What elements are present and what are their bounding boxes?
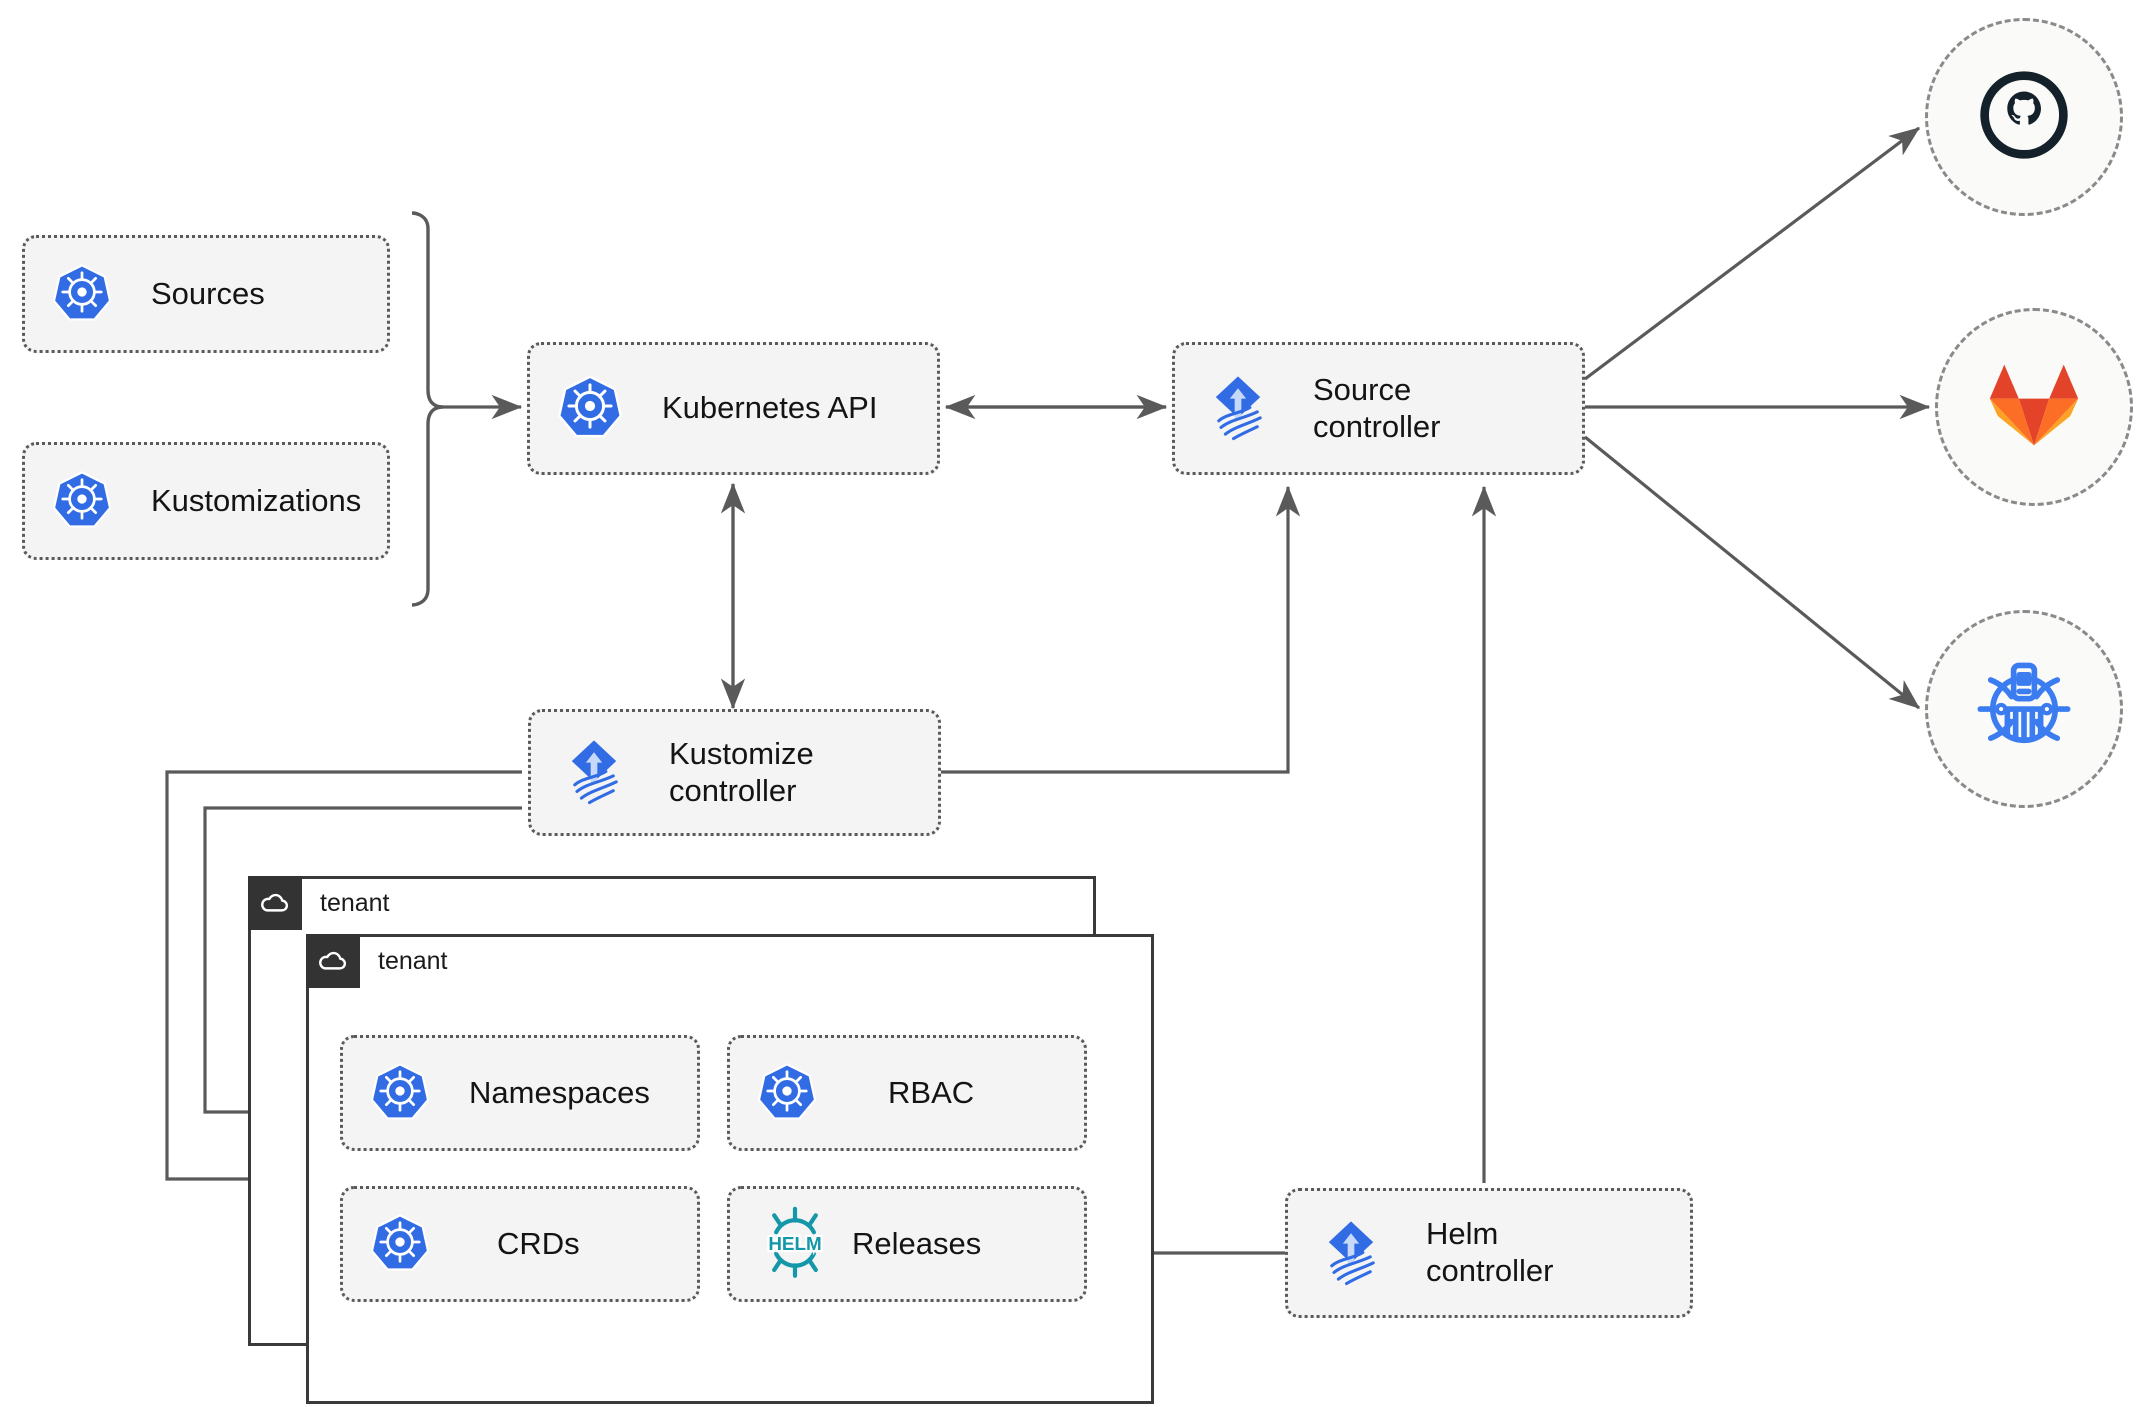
kubernetes-icon <box>51 468 113 535</box>
flux-icon <box>557 733 631 812</box>
flux-icon <box>1201 369 1275 448</box>
kubernetes-icon <box>756 1060 818 1127</box>
wire-kustomize-to-source <box>941 485 1301 774</box>
node-kubernetes-api[interactable]: Kubernetes API <box>527 342 940 475</box>
kubernetes-icon <box>369 1060 431 1127</box>
provider-gitlab[interactable] <box>1935 308 2133 506</box>
provider-github[interactable] <box>1925 18 2123 216</box>
wire-source-to-github <box>1584 126 1921 381</box>
tenant-label-outer: tenant <box>320 888 390 917</box>
node-label: Kustomize controller <box>669 735 814 808</box>
gitlab-icon <box>1988 361 2080 454</box>
node-kustomizations[interactable]: Kustomizations <box>22 442 390 560</box>
bucket-icon <box>1972 655 2076 764</box>
node-label: RBAC <box>888 1074 975 1110</box>
node-source-controller[interactable]: Source controller <box>1172 342 1585 475</box>
node-label: CRDs <box>497 1225 580 1261</box>
node-label: Sources <box>151 275 265 311</box>
node-namespaces[interactable]: Namespaces <box>340 1035 700 1151</box>
kubernetes-icon <box>51 261 113 328</box>
cloud-icon <box>306 934 360 988</box>
wire-source-to-bucket <box>1583 435 1921 710</box>
node-helm-controller[interactable]: Helm controller <box>1285 1188 1693 1318</box>
kubernetes-icon <box>556 372 624 445</box>
cloud-icon <box>248 876 302 930</box>
node-label: Namespaces <box>469 1074 650 1110</box>
node-label: Kustomizations <box>151 482 362 518</box>
node-label: Helm controller <box>1426 1216 1554 1288</box>
flux-icon <box>1314 1214 1388 1293</box>
tenant-header-inner: tenant <box>306 934 448 988</box>
node-kustomize-controller[interactable]: Kustomize controller <box>528 709 941 836</box>
github-icon <box>1976 67 2072 168</box>
wire-crd-bracket <box>411 211 444 607</box>
node-label: Source controller <box>1313 371 1441 444</box>
svg-text:HELM: HELM <box>768 1232 821 1253</box>
node-releases[interactable]: HELM Releases <box>727 1186 1087 1302</box>
node-label: Releases <box>852 1225 982 1261</box>
kubernetes-icon <box>369 1211 431 1278</box>
node-label: Kubernetes API <box>662 390 878 426</box>
provider-bucket[interactable] <box>1925 610 2123 808</box>
node-rbac[interactable]: RBAC <box>727 1035 1087 1151</box>
helm-icon: HELM <box>756 1206 834 1283</box>
node-sources[interactable]: Sources <box>22 235 390 353</box>
node-crds[interactable]: CRDs <box>340 1186 700 1302</box>
tenant-label-inner: tenant <box>378 946 448 975</box>
tenant-frame-inner: tenant <box>306 934 1154 1404</box>
tenant-header-outer: tenant <box>248 876 390 930</box>
